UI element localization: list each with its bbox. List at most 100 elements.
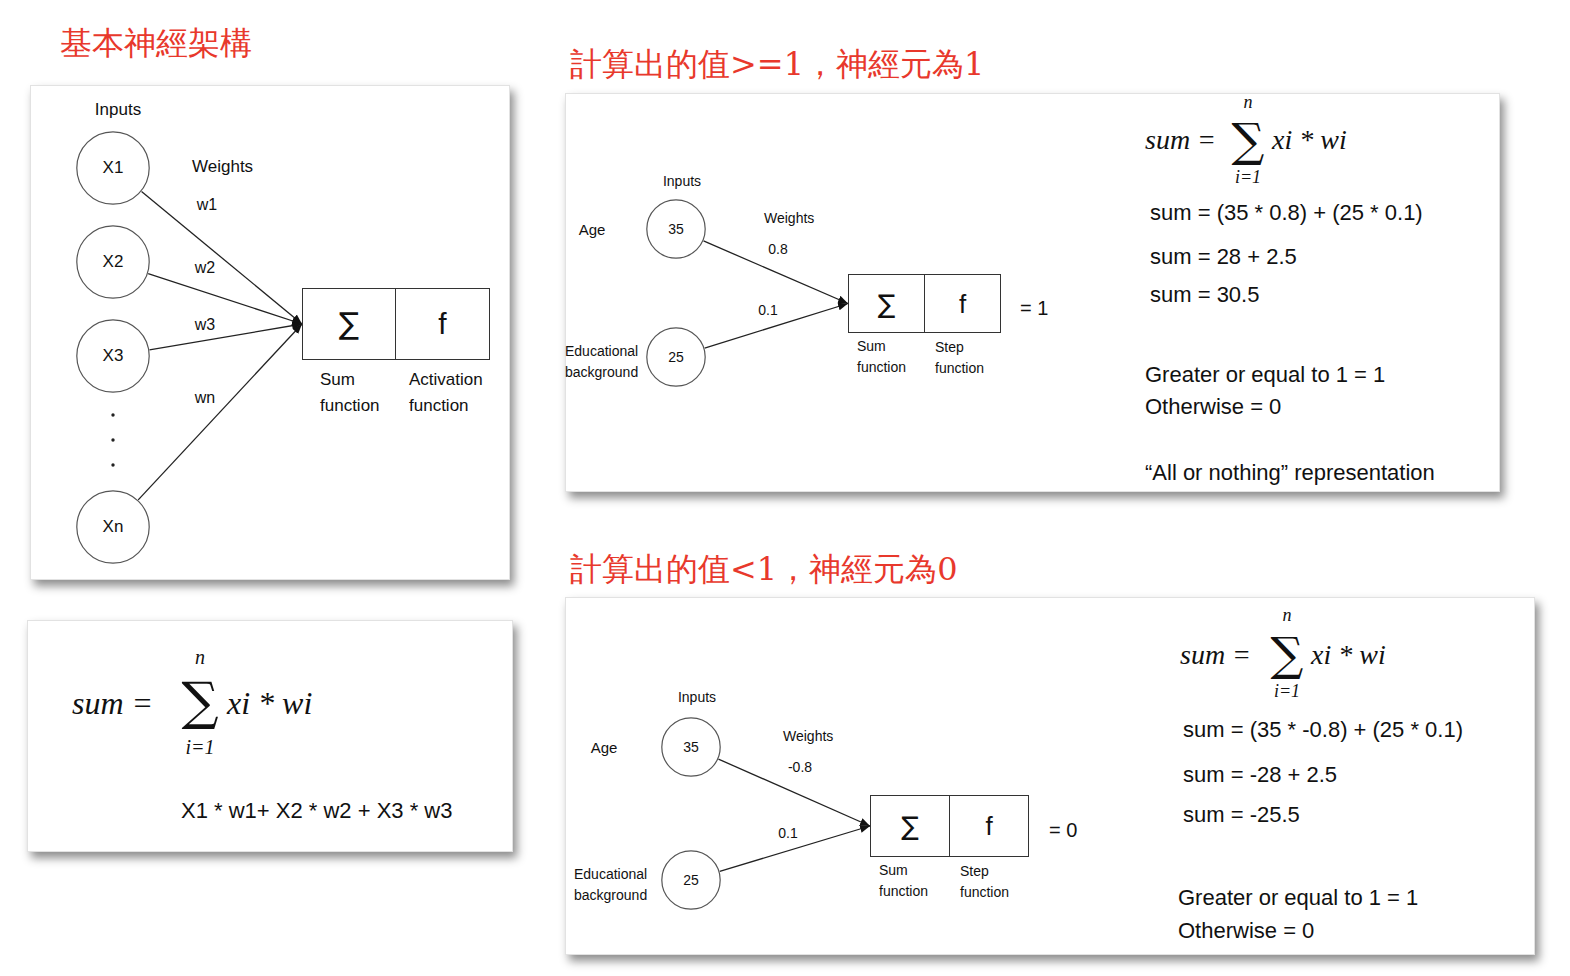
formula-term: xi * wi [227, 684, 312, 722]
calculation-step: sum = 28 + 2.5 [1150, 244, 1297, 270]
step-function-box: fStep function [924, 274, 1001, 333]
input-value: X2 [103, 252, 124, 272]
weights-label: Weights [764, 210, 814, 227]
weight-connector [705, 304, 848, 349]
activation-function-box: fActivation function [395, 288, 490, 360]
step-rule: Otherwise = 0 [1178, 918, 1314, 944]
input-value: X3 [103, 346, 124, 366]
input-value: Xn [103, 517, 124, 537]
circle-shape [77, 226, 149, 298]
weight-connector [148, 274, 302, 324]
sigma-symbol: ∑ [878, 291, 896, 317]
weight-connector [142, 192, 302, 324]
weight-label: w1 [195, 196, 219, 214]
sum-lower-limit: i=1 [1235, 167, 1261, 189]
inputs-label: Inputs [663, 173, 701, 190]
sum-lower-limit: i=1 [185, 735, 214, 759]
input-value: 25 [683, 872, 699, 889]
circle-shape [647, 200, 705, 258]
calculation-result: sum = 30.5 [1150, 282, 1259, 308]
box-caption: Sum function [857, 336, 906, 378]
input-value: 25 [668, 349, 684, 366]
input-name: Educational background [574, 864, 647, 906]
sum-function-box: ∑Sum function [302, 288, 396, 360]
weight-connector [138, 324, 302, 500]
circle-shape [662, 851, 720, 909]
sum-lower-limit: i=1 [1274, 681, 1300, 703]
ellipsis-dot [111, 413, 114, 416]
calculation-step: sum = -28 + 2.5 [1183, 762, 1337, 788]
weight-connector [704, 241, 848, 304]
output-value: = 0 [1049, 818, 1077, 842]
input-circle: X1 [76, 131, 150, 205]
input-name: Educational background [565, 341, 638, 383]
example-panel: 計算出的值>=1，神經元為1InputsAgeEducational backg… [565, 93, 1500, 492]
circle-shape [77, 491, 149, 563]
input-circle: 25 [646, 327, 706, 387]
weight-label: wn [193, 389, 217, 407]
box-caption: Sum function [320, 367, 380, 419]
calculation-step: sum = (35 * -0.8) + (25 * 0.1) [1183, 717, 1463, 743]
weight-label: 0.1 [776, 826, 799, 841]
formula-panel: sum = n ∑ i=1 xi * wi X1 * w1+ X2 * w2 + X3 *… [27, 620, 513, 852]
weight-connector [149, 324, 302, 350]
section-heading: 基本神經架構 [60, 26, 252, 61]
weight-label: -0.8 [786, 760, 814, 775]
weight-label: w2 [193, 259, 217, 277]
expanded-formula: X1 * w1+ X2 * w2 + X3 * w3 [181, 798, 453, 824]
box-caption: Sum function [879, 860, 928, 902]
sigma-symbol: ∑ [901, 813, 919, 839]
sum-function-box: ∑Sum function [870, 795, 950, 857]
step-rule: Greater or equal to 1 = 1 [1145, 362, 1385, 388]
step-rule: Greater or equal to 1 = 1 [1178, 885, 1418, 911]
ellipsis-dot [111, 463, 114, 466]
function-symbol: f [985, 813, 992, 839]
formula-lhs: sum = [1180, 638, 1251, 672]
sum-upper-limit: n [1244, 92, 1253, 114]
circle-shape [662, 718, 720, 776]
calculation-result: sum = -25.5 [1183, 802, 1300, 828]
function-symbol: f [959, 291, 966, 317]
inputs-label: Inputs [678, 689, 716, 706]
sum-upper-limit: n [195, 645, 205, 669]
section-heading: 計算出的值<1，神經元為0 [570, 552, 958, 587]
weight-connector [718, 759, 870, 826]
formula-lhs: sum = [72, 684, 153, 722]
sum-symbol: ∑ [181, 675, 218, 727]
note-text: “All or nothing” representation [1145, 460, 1435, 486]
box-caption: Step function [960, 861, 1009, 903]
diagram-panel: 基本神經架構InputsWeightsX1X2X3Xn∑Sum function… [30, 85, 510, 580]
sigma-symbol: ∑ [339, 309, 359, 339]
sum-upper-limit: n [1283, 605, 1292, 627]
sum-symbol: ∑ [1271, 631, 1304, 677]
input-circle: X2 [76, 225, 150, 299]
weight-label: w3 [193, 316, 217, 334]
input-value: 35 [683, 739, 699, 756]
input-circle: X3 [76, 319, 150, 393]
weight-label: 0.1 [756, 303, 779, 318]
output-value: = 1 [1020, 296, 1048, 320]
input-circle: 35 [646, 199, 706, 259]
formula-lhs: sum = [1145, 123, 1216, 157]
section-heading: 計算出的值>=1，神經元為1 [570, 47, 984, 82]
step-function-box: fStep function [949, 795, 1029, 857]
example-panel: 計算出的值<1，神經元為0InputsAgeEducational backgr… [565, 597, 1535, 955]
input-value: X1 [103, 158, 124, 178]
input-name: Age [591, 739, 618, 757]
ellipsis-dot [111, 438, 114, 441]
formula-term: xi * wi [1272, 123, 1347, 157]
circle-shape [647, 328, 705, 386]
weight-label: 0.8 [766, 242, 789, 257]
calculation-step: sum = (35 * 0.8) + (25 * 0.1) [1150, 200, 1423, 226]
sum-symbol: ∑ [1232, 117, 1265, 163]
input-value: 35 [668, 221, 684, 238]
input-circle: Xn [76, 490, 150, 564]
step-rule: Otherwise = 0 [1145, 394, 1281, 420]
circle-shape [77, 132, 149, 204]
weight-connector [720, 826, 870, 871]
weights-label: Weights [783, 728, 833, 745]
function-symbol: f [438, 309, 446, 339]
circle-shape [77, 320, 149, 392]
panel-background [565, 93, 1500, 492]
